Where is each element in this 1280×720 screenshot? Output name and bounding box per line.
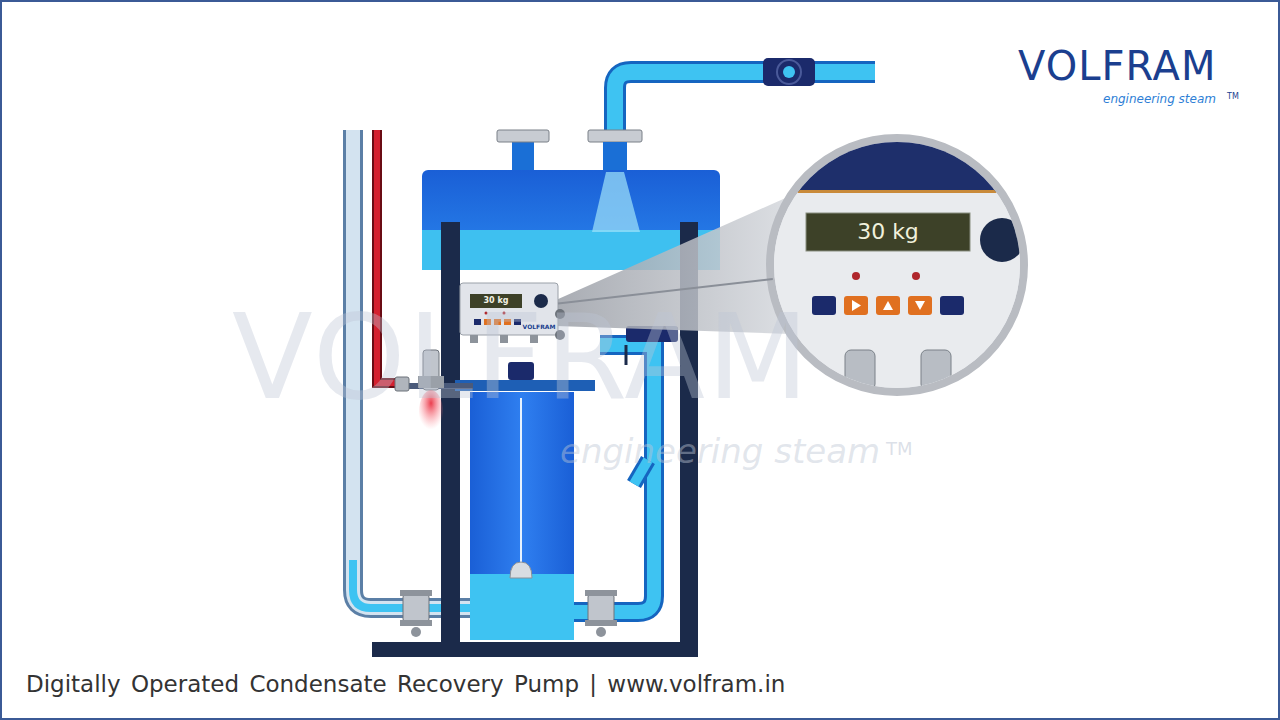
logo-wordmark: VOLFRAM — [1018, 46, 1216, 86]
sight-glass — [763, 58, 815, 86]
inlet-pipe — [615, 72, 875, 150]
watermark-wordmark: VOLFRAM — [232, 298, 811, 416]
watermark-trademark: TM — [886, 440, 913, 458]
display-reading: 30 kg — [806, 213, 970, 251]
vent-nozzle — [497, 130, 642, 174]
watermark-tagline: engineering steam — [560, 434, 880, 468]
caption: Digitally Operated Condensate Recovery P… — [26, 673, 785, 696]
logo-tagline: engineering steam — [1103, 93, 1216, 105]
trademark: TM — [1227, 93, 1239, 101]
